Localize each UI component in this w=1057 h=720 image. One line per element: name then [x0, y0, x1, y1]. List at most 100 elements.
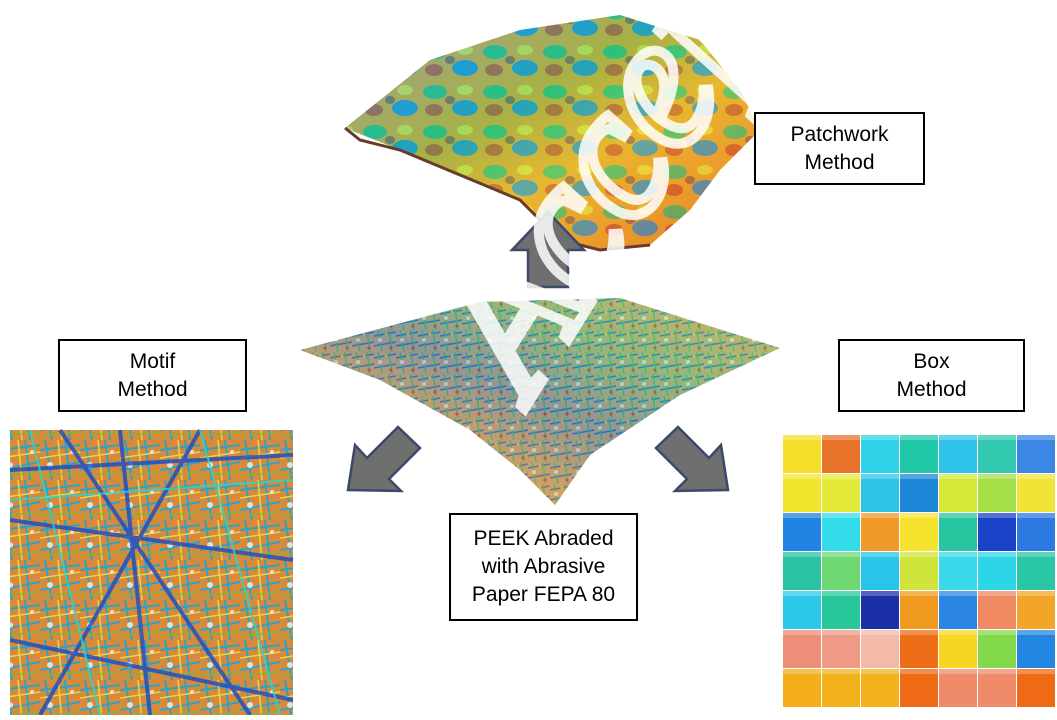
box-cell-highlight: [822, 630, 860, 635]
box-cell-highlight: [822, 669, 860, 674]
box-cell: [900, 513, 938, 551]
box-cell-highlight: [900, 435, 938, 440]
box-cell: [939, 435, 977, 473]
patchwork-label-line-2: Method: [804, 150, 875, 174]
box-cell: [822, 552, 860, 590]
box-cell-highlight: [939, 552, 977, 557]
box-cell-highlight: [1017, 474, 1055, 479]
box-cell: [978, 552, 1016, 590]
box-cell: [822, 435, 860, 473]
box-cell-highlight: [861, 474, 899, 479]
box-cell: [939, 474, 977, 512]
box-cell-highlight: [822, 552, 860, 557]
box-cell: [822, 591, 860, 629]
box-cell: [822, 630, 860, 668]
peek-abraded-label: PEEK Abraded with Abrasive Paper FEPA 80: [449, 513, 638, 621]
box-cell-highlight: [1017, 513, 1055, 518]
box-method-label: Box Method: [838, 339, 1025, 412]
box-cell: [978, 513, 1016, 551]
box-cell-highlight: [939, 474, 977, 479]
box-cell: [978, 474, 1016, 512]
box-label-line-2: Method: [896, 377, 967, 401]
box-cell: [900, 474, 938, 512]
right-down-arrow-icon: [654, 425, 730, 493]
box-cell: [783, 669, 821, 707]
box-cell-highlight: [900, 630, 938, 635]
box-cell: [783, 591, 821, 629]
box-cell: [783, 552, 821, 590]
box-cell-highlight: [822, 474, 860, 479]
box-cell: [978, 591, 1016, 629]
box-cell: [1017, 591, 1055, 629]
box-method-grid: [783, 435, 1055, 707]
motif-label-line-1: Motif: [129, 349, 176, 373]
box-cell: [939, 513, 977, 551]
box-cell: [978, 435, 1016, 473]
box-label-line-1: Box: [913, 349, 950, 373]
box-cell-highlight: [783, 669, 821, 674]
box-cell-highlight: [783, 630, 821, 635]
box-cell-highlight: [939, 669, 977, 674]
peek-label-line-1: PEEK Abraded: [473, 527, 614, 550]
box-cell: [939, 552, 977, 590]
box-cell-highlight: [1017, 591, 1055, 596]
box-cell-highlight: [783, 552, 821, 557]
box-cell: [939, 630, 977, 668]
box-cell: [861, 513, 899, 551]
box-cell-highlight: [861, 630, 899, 635]
box-cell-highlight: [861, 591, 899, 596]
box-cell-highlight: [978, 552, 1016, 557]
box-cell-highlight: [978, 630, 1016, 635]
box-cell: [783, 513, 821, 551]
box-cell-highlight: [939, 591, 977, 596]
box-cell: [939, 591, 977, 629]
box-cell-highlight: [783, 513, 821, 518]
peek-label-line-2: with Abrasive: [481, 555, 606, 578]
box-cell-highlight: [783, 474, 821, 479]
box-cell: [900, 435, 938, 473]
box-cell-highlight: [978, 435, 1016, 440]
peek-label-line-3: Paper FEPA 80: [471, 583, 616, 606]
box-cell-highlight: [822, 435, 860, 440]
box-cell: [900, 552, 938, 590]
box-cell: [861, 669, 899, 707]
box-cell: [861, 630, 899, 668]
box-cell-highlight: [978, 669, 1016, 674]
box-cell-highlight: [861, 669, 899, 674]
box-cell-highlight: [978, 513, 1016, 518]
box-cell: [1017, 669, 1055, 707]
box-cell-highlight: [1017, 435, 1055, 440]
box-cell: [783, 435, 821, 473]
box-cell: [1017, 513, 1055, 551]
box-cell-highlight: [900, 669, 938, 674]
box-cell-highlight: [900, 591, 938, 596]
box-cell-highlight: [1017, 552, 1055, 557]
patchwork-method-label: Patchwork Method: [754, 112, 925, 185]
box-cell-highlight: [900, 513, 938, 518]
motif-method-label: Motif Method: [58, 339, 247, 412]
box-cell: [900, 630, 938, 668]
box-cell: [1017, 630, 1055, 668]
box-cell-highlight: [861, 552, 899, 557]
box-cell-highlight: [978, 591, 1016, 596]
box-cell: [861, 552, 899, 590]
box-cell-highlight: [900, 552, 938, 557]
motif-surface: [9, 428, 294, 717]
peek-surface: [300, 298, 780, 505]
box-cell-highlight: [861, 435, 899, 440]
box-cell-highlight: [1017, 669, 1055, 674]
motif-label-line-2: Method: [117, 377, 188, 401]
box-cell-highlight: [1017, 630, 1055, 635]
box-cell-highlight: [900, 474, 938, 479]
box-cell: [900, 669, 938, 707]
box-cell: [978, 669, 1016, 707]
box-cell-highlight: [783, 435, 821, 440]
box-cell: [822, 669, 860, 707]
box-cell: [1017, 552, 1055, 590]
box-cell: [861, 474, 899, 512]
box-cell: [1017, 435, 1055, 473]
box-cell: [783, 474, 821, 512]
patchwork-surface: [344, 15, 760, 252]
box-cell: [822, 513, 860, 551]
